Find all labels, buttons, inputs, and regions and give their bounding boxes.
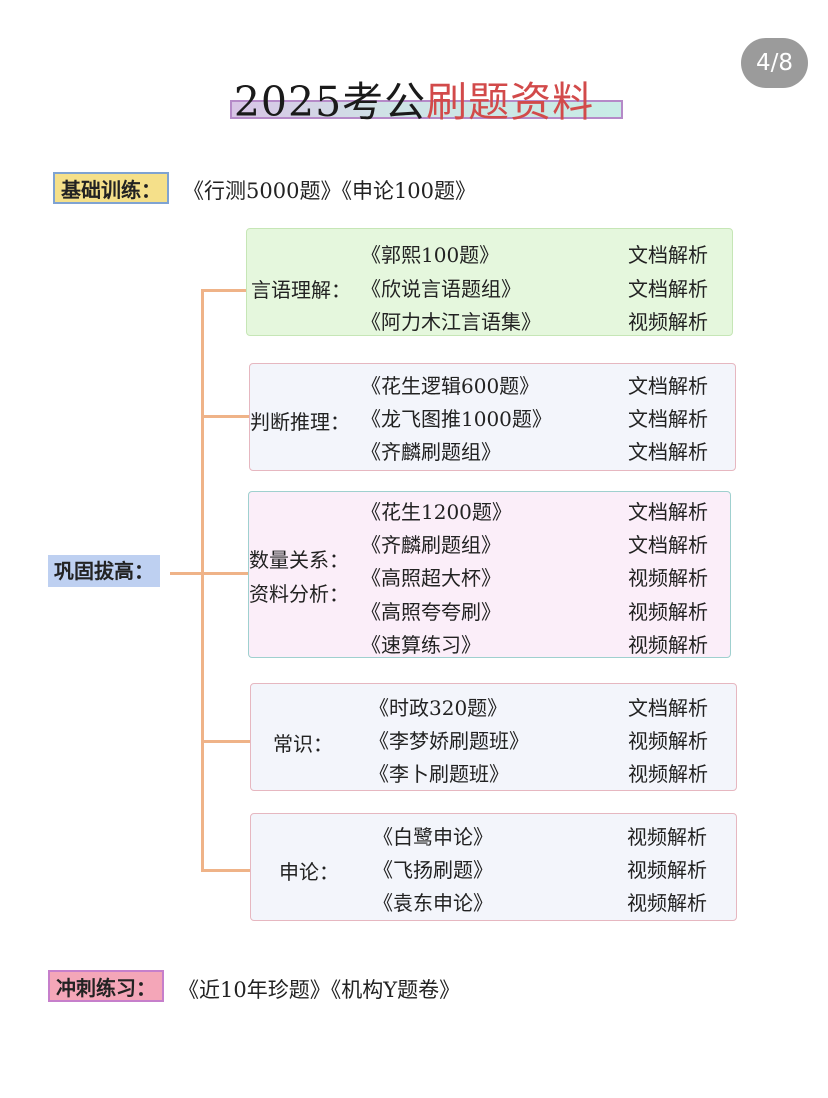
category-label: 判断推理： [250, 410, 350, 434]
book-title: 《欣说言语题组》 [361, 277, 521, 301]
group-reasoning: 判断推理： 《花生逻辑600题》 文档解析 《龙飞图推1000题》 文档解析 《… [249, 363, 736, 471]
page-title: 2025考公刷题资料 [0, 60, 828, 130]
book-title: 《花生逻辑600题》 [361, 374, 540, 398]
analysis-type: 视频解析 [628, 729, 708, 753]
analysis-type: 视频解析 [628, 633, 708, 657]
book-title: 《郭熙100题》 [361, 243, 500, 267]
group-common-sense: 常识： 《时政320题》 文档解析 《李梦娇刷题班》 视频解析 《李卜刷题班》 … [250, 683, 737, 791]
tree-branch-3 [201, 572, 248, 575]
tree-branch-2 [201, 415, 249, 418]
group-verbal: 言语理解： 《郭熙100题》 文档解析 《欣说言语题组》 文档解析 《阿力木江言… [246, 228, 733, 336]
group-essay: 申论： 《白鹭申论》 视频解析 《飞扬刷题》 视频解析 《袁东申论》 视频解析 [250, 813, 737, 921]
analysis-type: 视频解析 [628, 600, 708, 624]
tree-branch-1 [201, 289, 246, 292]
book-title: 《高照夸夸刷》 [361, 600, 501, 624]
book-title: 《李卜刷题班》 [369, 762, 509, 786]
sprint-practice-books: 《近10年珍题》《机构Y题卷》 [178, 978, 461, 1002]
category-label: 申论： [279, 860, 339, 884]
analysis-type: 视频解析 [628, 310, 708, 334]
tree-trunk-line [201, 289, 204, 872]
category-label-2: 资料分析： [249, 582, 349, 606]
analysis-type: 文档解析 [628, 277, 708, 301]
analysis-type: 文档解析 [628, 440, 708, 464]
tree-branch-4 [201, 740, 251, 743]
analysis-type: 视频解析 [628, 762, 708, 786]
page-counter: 4/8 [741, 38, 808, 88]
title-part-main: 刷题资料 [426, 78, 595, 126]
analysis-type: 文档解析 [628, 533, 708, 557]
book-title: 《速算练习》 [361, 633, 481, 657]
category-label: 言语理解： [251, 278, 351, 302]
book-title: 《龙飞图推1000题》 [361, 407, 552, 431]
book-title: 《白鹭申论》 [373, 825, 493, 849]
analysis-type: 文档解析 [628, 374, 708, 398]
analysis-type: 视频解析 [628, 566, 708, 590]
basic-training-books: 《行测5000题》《申论100题》 [183, 179, 477, 203]
analysis-type: 文档解析 [628, 696, 708, 720]
book-title: 《花生1200题》 [361, 500, 512, 524]
book-title: 《阿力木江言语集》 [361, 310, 541, 334]
analysis-type: 文档解析 [628, 407, 708, 431]
category-label: 常识： [273, 732, 333, 756]
analysis-type: 文档解析 [628, 243, 708, 267]
tree-root-stub [170, 572, 204, 575]
title-highlight [230, 100, 623, 119]
consolidate-label: 巩固拔高： [48, 555, 160, 587]
sprint-practice-label: 冲刺练习： [48, 970, 164, 1002]
analysis-type: 文档解析 [628, 500, 708, 524]
analysis-type: 视频解析 [627, 825, 707, 849]
book-title: 《时政320题》 [369, 696, 508, 720]
analysis-type: 视频解析 [627, 858, 707, 882]
book-title: 《齐麟刷题组》 [361, 533, 501, 557]
category-label: 数量关系： [249, 548, 349, 572]
book-title: 《齐麟刷题组》 [361, 440, 501, 464]
tree-branch-5 [201, 869, 251, 872]
book-title: 《飞扬刷题》 [373, 858, 493, 882]
book-title: 《高照超大杯》 [361, 566, 501, 590]
analysis-type: 视频解析 [627, 891, 707, 915]
book-title: 《袁东申论》 [373, 891, 493, 915]
group-quant-data: 数量关系： 资料分析： 《花生1200题》 文档解析 《齐麟刷题组》 文档解析 … [248, 491, 731, 658]
basic-training-label: 基础训练： [53, 172, 169, 204]
title-part-year: 2025考公 [233, 78, 427, 126]
book-title: 《李梦娇刷题班》 [369, 729, 529, 753]
